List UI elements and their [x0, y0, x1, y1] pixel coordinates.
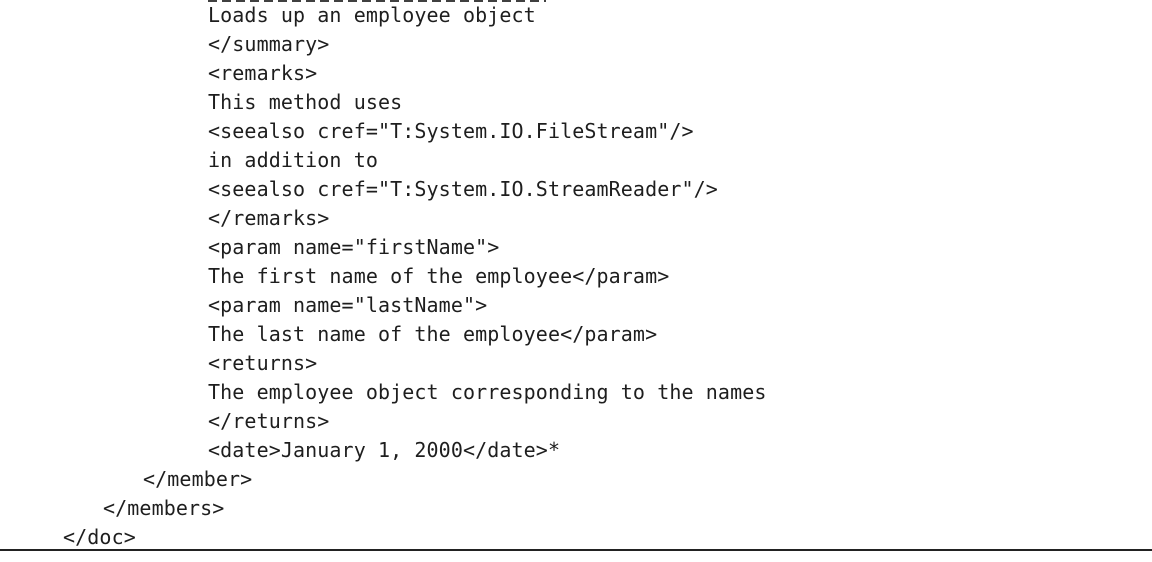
- code-line: </members>: [103, 496, 225, 520]
- code-line: <param name="firstName">: [208, 235, 500, 259]
- horizontal-rule: [0, 549, 1152, 551]
- code-line: The last name of the employee</param>: [208, 322, 658, 346]
- code-line: in addition to: [208, 148, 378, 172]
- code-line: <date>January 1, 2000</date>*: [208, 438, 561, 462]
- code-line: <seealso cref="T:System.IO.FileStream"/>: [208, 119, 694, 143]
- code-line: </doc>: [63, 525, 136, 549]
- code-line: </member>: [143, 467, 253, 491]
- code-line: <remarks>: [208, 61, 318, 85]
- code-line: </summary>: [208, 32, 330, 56]
- code-line: <returns>: [208, 351, 318, 375]
- code-line: This method uses: [208, 90, 403, 114]
- code-line: </returns>: [208, 409, 330, 433]
- code-line: The first name of the employee</param>: [208, 264, 670, 288]
- code-line: <seealso cref="T:System.IO.StreamReader"…: [208, 177, 718, 201]
- code-line: The employee object corresponding to the…: [208, 380, 767, 404]
- code-listing: Loads up an employee object </summary> <re…: [63, 1, 767, 552]
- code-line: </remarks>: [208, 206, 330, 230]
- clipped-text-remnant: [208, 0, 546, 2]
- code-line: <param name="lastName">: [208, 293, 488, 317]
- code-line: Loads up an employee object: [208, 3, 536, 27]
